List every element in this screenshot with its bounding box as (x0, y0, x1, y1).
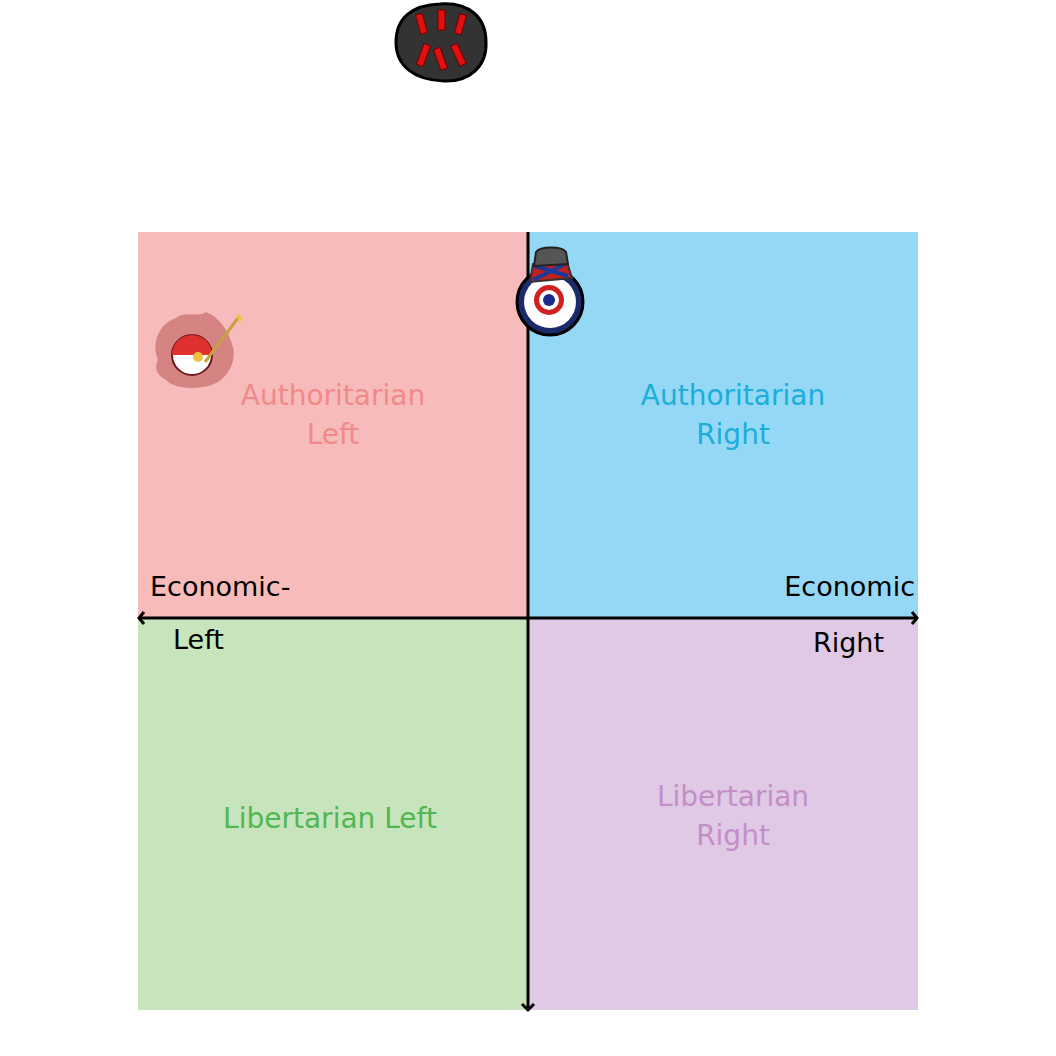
lib-right-quadrant: Libertarian Right (528, 618, 918, 1010)
axis-label: Economic (784, 571, 915, 603)
lib-left-quadrant: Libertarian Left (138, 618, 528, 1010)
auth-left-quadrant: Authoritarian Left (138, 232, 528, 618)
axis-label: Left (173, 624, 224, 656)
quadrant-label: Libertarian Left (215, 799, 445, 838)
auth-right-quadrant: Authoritarian Right (528, 232, 918, 618)
axis-label: Economic- (150, 571, 290, 603)
axis-line (522, 1004, 534, 1010)
axis-line (527, 232, 530, 1010)
axis-line (139, 612, 144, 624)
axis-line (139, 617, 917, 620)
axis-line (912, 612, 917, 624)
hat-countryball (517, 248, 583, 336)
quadrant-label: Authoritarian Right (618, 376, 848, 454)
dark-blob (396, 4, 486, 81)
flaming-countryball (155, 312, 242, 388)
axis-label: Right (813, 627, 884, 659)
quadrant-label: Authoritarian Left (218, 376, 448, 454)
quadrant-label: Libertarian Right (618, 777, 848, 855)
axes (139, 232, 917, 1010)
